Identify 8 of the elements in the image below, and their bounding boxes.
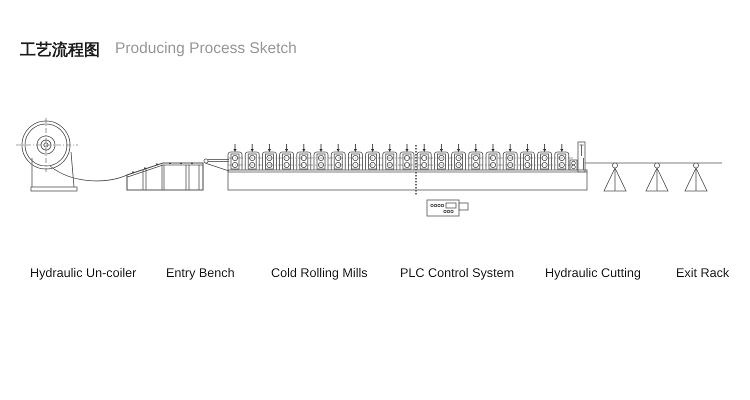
diagram-title: 工艺流程图 [20,40,100,60]
machine-label: Entry Bench [166,266,235,282]
machine-label: Hydraulic Un-coiler [30,266,136,282]
diagram-subtitle: Producing Process Sketch [115,40,297,59]
machine-label: Hydraulic Cutting [545,266,641,282]
machine-label: Cold Rolling Mills [271,266,368,282]
machine-label: Exit Rack [676,266,730,282]
machine-label: PLC Control System [400,266,514,282]
